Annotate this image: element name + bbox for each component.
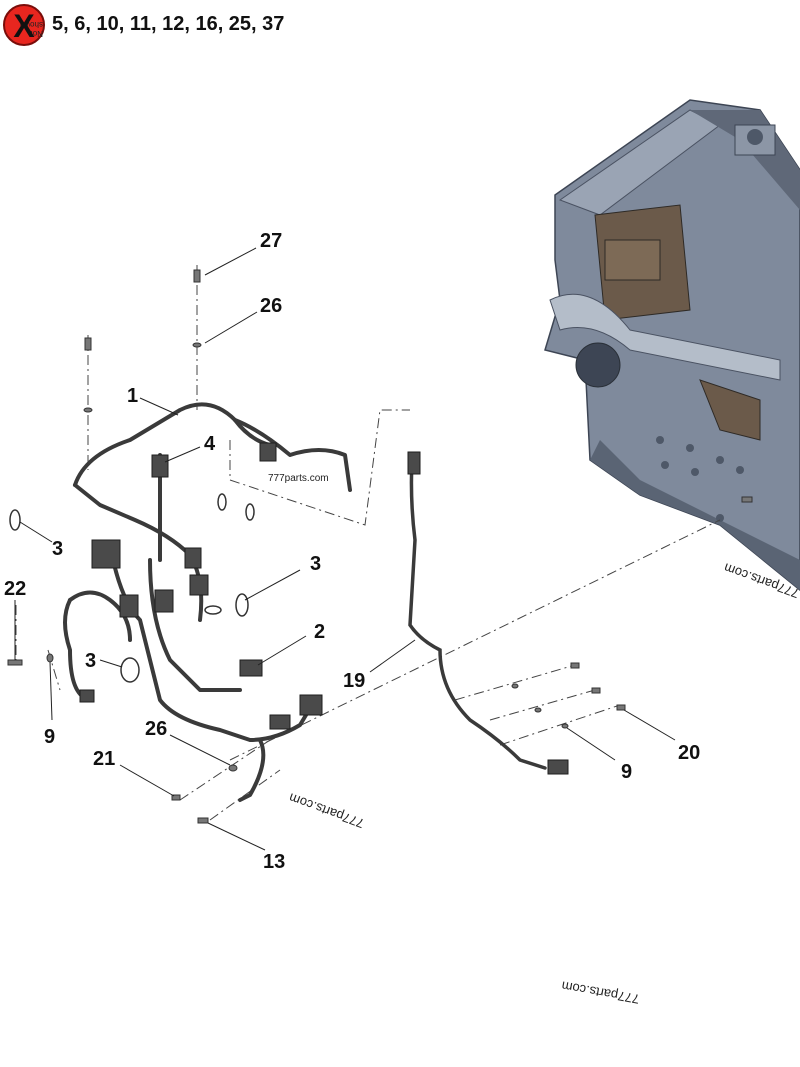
watermark-inverted-bottom: 777parts.com <box>560 978 640 1006</box>
not-shown-legend: Not shown X 5, 6, 10, 11, 12, 16, 25, 37 <box>0 0 800 50</box>
callout-1: 1 <box>127 385 138 407</box>
callout-13: 13 <box>263 851 285 873</box>
callout-20: 20 <box>678 742 700 764</box>
callout-22: 22 <box>4 578 26 600</box>
callout-labels: 27 26 1 4 3 3 22 2 3 19 9 26 21 20 9 13 <box>4 230 700 873</box>
badge-x-symbol: X <box>13 8 35 44</box>
not-shown-icon: Not shown X <box>3 4 45 46</box>
callout-3-lower: 3 <box>85 650 96 672</box>
callout-4: 4 <box>204 433 216 455</box>
watermark-inverted-middle: 777parts.com <box>287 790 366 831</box>
callout-leaders <box>14 247 676 851</box>
engine-block-illustration <box>544 99 800 591</box>
callout-2: 2 <box>314 621 325 643</box>
leader-lines <box>15 265 721 821</box>
watermarks: 777parts.com 777parts.com 777parts.com 7… <box>268 473 800 1007</box>
callout-27: 27 <box>260 230 282 252</box>
callout-21: 21 <box>93 748 115 770</box>
harness-connectors <box>79 442 569 775</box>
harness-clips <box>9 493 255 683</box>
main-wiring-harness <box>63 402 352 802</box>
not-shown-parts-list: 5, 6, 10, 11, 12, 16, 25, 37 <box>52 13 285 35</box>
fasteners <box>7 269 753 824</box>
callout-9-right: 9 <box>621 761 632 783</box>
callout-3-right: 3 <box>310 553 321 575</box>
callout-19: 19 <box>343 670 365 692</box>
callout-26-lower: 26 <box>145 718 167 740</box>
watermark-upright: 777parts.com <box>268 473 329 484</box>
secondary-harness <box>408 458 547 770</box>
callout-26-upper: 26 <box>260 295 282 317</box>
callout-9-left: 9 <box>44 726 55 748</box>
callout-3-left: 3 <box>52 538 63 560</box>
